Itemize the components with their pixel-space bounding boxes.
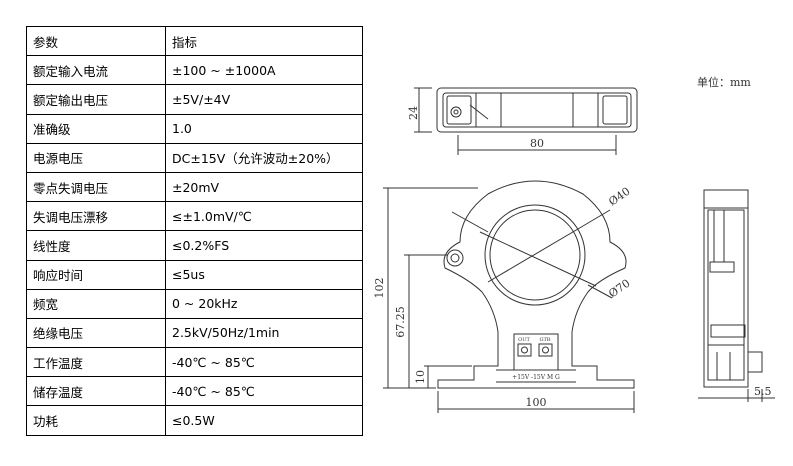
spec-value: ±100 ~ ±1000A [165,55,363,86]
spec-row: 线性度≤0.2%FS [26,230,363,261]
spec-value: ≤0.5W [165,405,363,436]
pin-labels: +15V -15V M G [512,374,560,381]
connector-label-out: OUT [518,337,530,343]
spec-row: 工作温度-40℃ ~ 85℃ [26,347,363,378]
spec-key: 参数 [26,25,166,57]
spec-value: -40℃ ~ 85℃ [165,376,363,407]
spec-row: 零点失调电压±20mV [26,171,363,203]
spec-key: 储存温度 [26,376,166,407]
spec-key: 线性度 [26,230,166,261]
spec-key: 准确级 [26,113,166,144]
spec-value: DC±15V（允许波动±20%） [165,142,363,173]
dim-outer-diameter: Ø70 [606,277,632,301]
connector-label-gtr: GTR [539,337,550,343]
spec-value: -40℃ ~ 85℃ [165,347,363,378]
spec-key: 绝缘电压 [26,317,166,349]
dim-side-width: 5.5 [754,385,772,398]
dim-front-height: 102 [373,278,386,299]
dim-inner-diameter: Ø40 [606,185,632,209]
spec-value: ±20mV [165,171,363,203]
spec-value: ≤±1.0mV/℃ [165,201,363,232]
spec-value: 0 ~ 20kHz [165,288,363,319]
spec-value: ±5V/±4V [165,84,363,115]
spec-value: 1.0 [165,113,363,144]
spec-row: 储存温度-40℃ ~ 85℃ [26,376,363,407]
spec-row: 参数指标 [26,25,363,57]
spec-key: 响应时间 [26,259,166,290]
front-view [383,180,635,413]
unit-label: 单位：mm [697,76,751,89]
spec-value: 指标 [165,25,363,57]
spec-row: 额定输出电压±5V/±4V [26,84,363,115]
spec-key: 失调电压漂移 [26,201,166,232]
dim-front-width: 100 [526,396,547,409]
spec-row: 功耗≤0.5W [26,405,363,436]
top-view [414,87,638,155]
spec-key: 电源电压 [26,142,166,173]
dim-front-low: 10 [414,370,427,384]
spec-key: 功耗 [26,405,166,436]
dim-top-height: 24 [407,106,420,120]
spec-key: 零点失调电压 [26,171,166,203]
spec-value: ≤0.2%FS [165,230,363,261]
spec-row: 失调电压漂移≤±1.0mV/℃ [26,201,363,232]
dim-front-mid: 67.25 [394,306,407,338]
side-view [698,189,775,402]
dim-top-width: 80 [530,137,544,150]
spec-row: 额定输入电流±100 ~ ±1000A [26,55,363,86]
